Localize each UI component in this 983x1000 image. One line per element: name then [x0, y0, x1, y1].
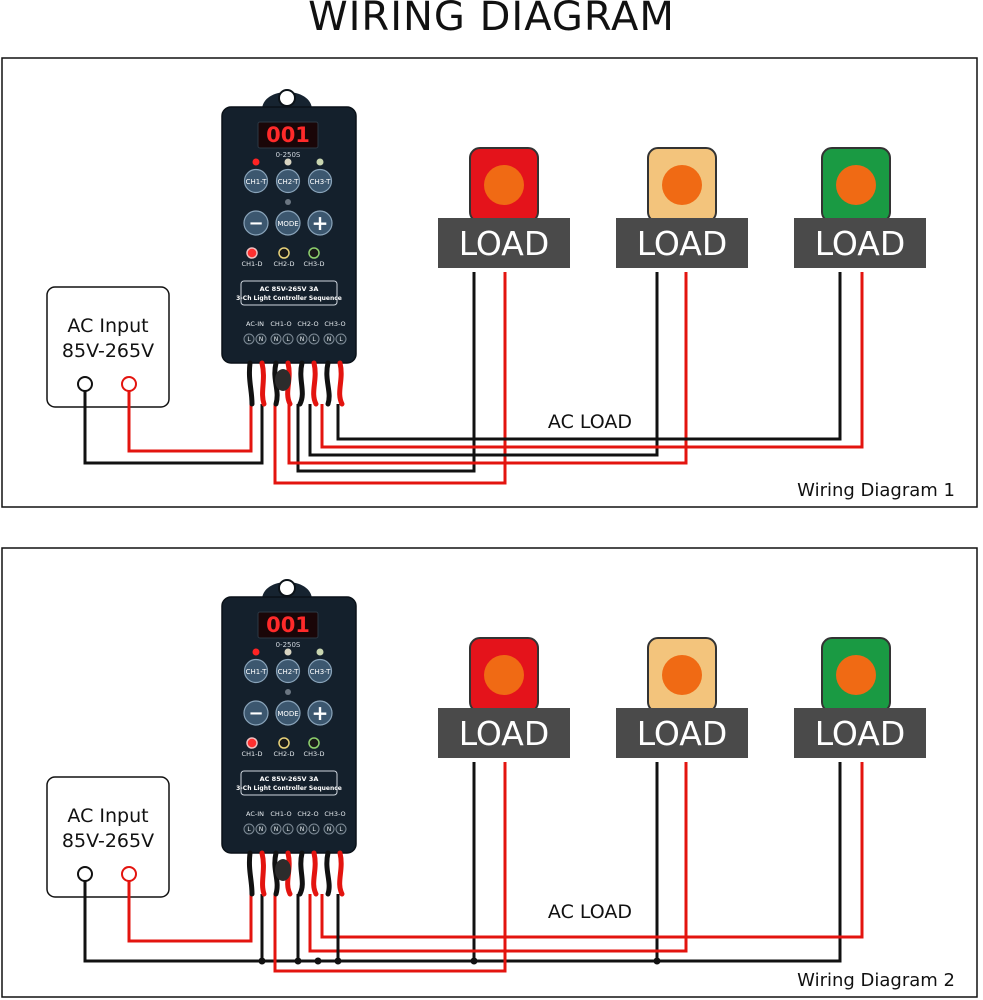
load-green: LOAD: [794, 147, 926, 268]
ac-input-box: [46, 286, 170, 408]
diagram-caption: Wiring Diagram 1: [797, 480, 955, 501]
load-green: LOAD: [794, 637, 926, 758]
diagram-frame: [1, 57, 978, 508]
controller-module: [222, 90, 356, 404]
ac-input-box: [46, 776, 170, 898]
load-label: LOAD: [815, 714, 906, 753]
load-red: LOAD: [438, 637, 570, 758]
wires: [83, 762, 864, 973]
ac-load-label: AC LOAD: [548, 411, 632, 433]
terminal-red: [121, 866, 137, 882]
load-yellow: LOAD: [616, 637, 748, 758]
wires: [83, 272, 864, 485]
controller-module: [222, 580, 356, 894]
ac-input-voltage: 85V-265V: [62, 340, 154, 362]
load-label: LOAD: [637, 714, 728, 753]
ac-input-label: AC Input: [67, 805, 148, 827]
ac-input-voltage: 85V-265V: [62, 830, 154, 852]
load-label: LOAD: [459, 714, 550, 753]
load-red: LOAD: [438, 147, 570, 268]
load-label: LOAD: [815, 224, 906, 263]
load-label: LOAD: [459, 224, 550, 263]
wiring-diagram-2: AC Input 85V-265V AC LOAD LOAD: [1, 547, 978, 998]
ac-input-label: AC Input: [67, 315, 148, 337]
terminal-red: [121, 376, 137, 392]
diagram-frame: [1, 547, 978, 998]
terminal-black: [77, 376, 93, 392]
terminal-black: [77, 866, 93, 882]
junction-dots: [258, 957, 661, 965]
ac-load-label: AC LOAD: [548, 901, 632, 923]
wiring-diagram-1: AC Input 85V-265V AC LOAD LOAD: [1, 57, 978, 508]
load-yellow: LOAD: [616, 147, 748, 268]
load-label: LOAD: [637, 224, 728, 263]
diagram-caption: Wiring Diagram 2: [797, 970, 955, 991]
page-title: WIRING DIAGRAM: [308, 0, 675, 40]
